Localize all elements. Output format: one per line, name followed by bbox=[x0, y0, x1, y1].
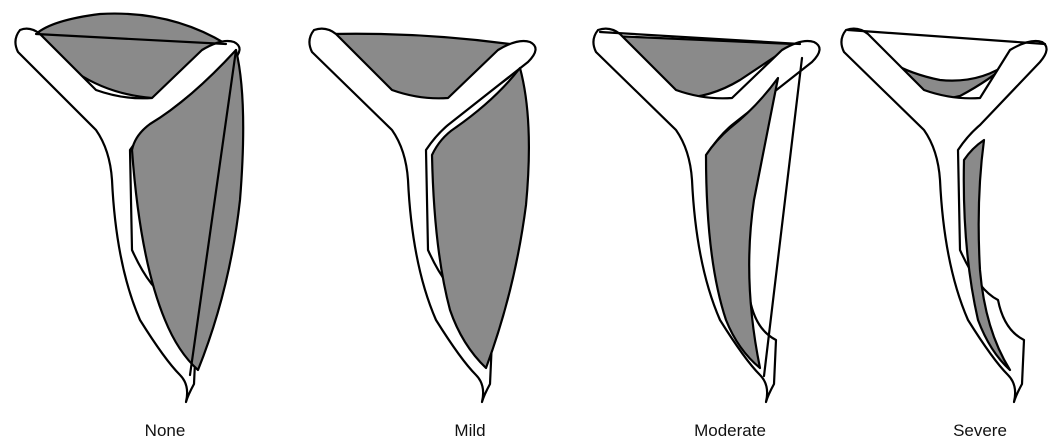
top-line bbox=[848, 30, 1045, 44]
caption-none: None bbox=[65, 421, 265, 441]
caption-severe: Severe bbox=[880, 421, 1057, 441]
caption-moderate: Moderate bbox=[630, 421, 830, 441]
panel-none bbox=[15, 14, 243, 402]
panel-mild bbox=[309, 29, 535, 402]
panel-severe bbox=[841, 29, 1046, 402]
caption-mild: Mild bbox=[370, 421, 570, 441]
panel-moderate bbox=[593, 29, 819, 402]
